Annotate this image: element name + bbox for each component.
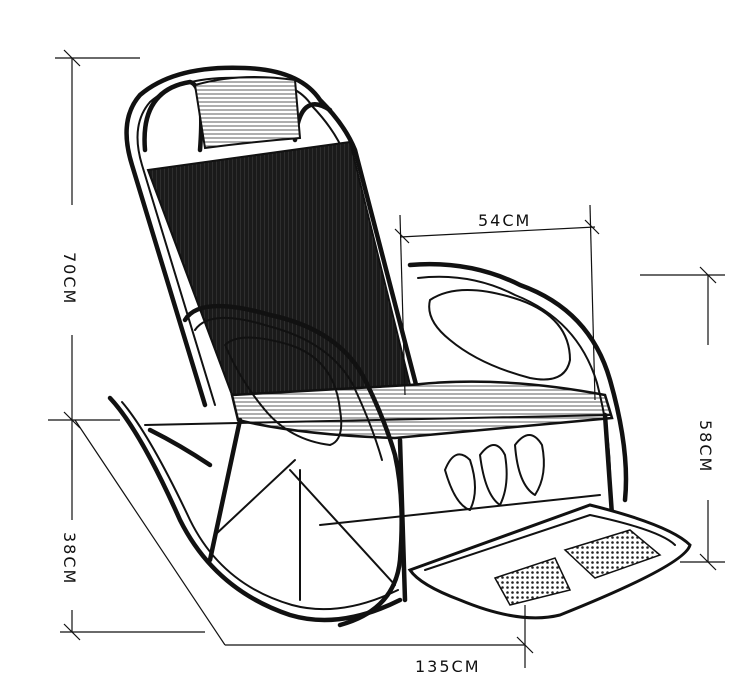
label-height-total: 70CM bbox=[60, 252, 79, 305]
front-leg-left bbox=[207, 417, 243, 563]
dim-tick-seat-depth-right bbox=[589, 204, 596, 401]
footrest-inner bbox=[424, 514, 676, 571]
armrest-front-loop bbox=[224, 336, 343, 446]
rocker-rail-front-inner bbox=[121, 401, 399, 611]
dim-line-length-diag bbox=[74, 419, 226, 646]
stretcher-2 bbox=[319, 494, 601, 526]
stretcher-1 bbox=[144, 414, 611, 426]
seat-loop-3 bbox=[514, 434, 545, 496]
dim-line-seat-depth bbox=[399, 226, 596, 238]
headrest-arch-left bbox=[142, 79, 204, 153]
cross-brace-1 bbox=[214, 459, 296, 536]
massage-roller-2 bbox=[563, 529, 662, 579]
headrest-pad bbox=[193, 75, 302, 150]
backrest-frame bbox=[124, 65, 423, 408]
front-leg-right bbox=[397, 437, 408, 603]
dim-tick-mark bbox=[584, 219, 600, 235]
label-arm-height: 58CM bbox=[696, 420, 715, 473]
armrest-front bbox=[182, 303, 404, 628]
seat bbox=[230, 380, 614, 440]
cross-brace-2 bbox=[289, 469, 396, 586]
dim-tick-mark bbox=[394, 228, 410, 244]
dim-tick-seat-depth-left bbox=[399, 214, 406, 396]
dim-tick-mark bbox=[63, 411, 81, 429]
dim-tick-mark bbox=[516, 636, 534, 654]
rocker-rail-front bbox=[107, 395, 403, 623]
mesh-back-panel bbox=[146, 140, 412, 397]
label-length: 135CM bbox=[415, 657, 481, 676]
seat-loop-2 bbox=[479, 444, 508, 506]
dimension-annotations: 70CM 38CM 135CM 54CM 58CM bbox=[48, 49, 725, 676]
armrest-rear bbox=[407, 261, 629, 503]
rocker-rail-rear bbox=[147, 427, 213, 468]
dim-tick-mark bbox=[699, 553, 717, 571]
dim-tick-mark bbox=[63, 49, 81, 67]
seat-loop-1 bbox=[444, 453, 476, 511]
rear-leg bbox=[602, 412, 615, 518]
massage-roller-1 bbox=[493, 557, 572, 606]
rocking-chair bbox=[107, 65, 692, 628]
armrest-rear-loop bbox=[428, 289, 571, 381]
dim-tick-mark bbox=[699, 266, 717, 284]
label-seat-height: 38CM bbox=[60, 532, 79, 585]
dim-tick-mark bbox=[63, 623, 81, 641]
label-seat-depth: 54CM bbox=[478, 211, 531, 230]
